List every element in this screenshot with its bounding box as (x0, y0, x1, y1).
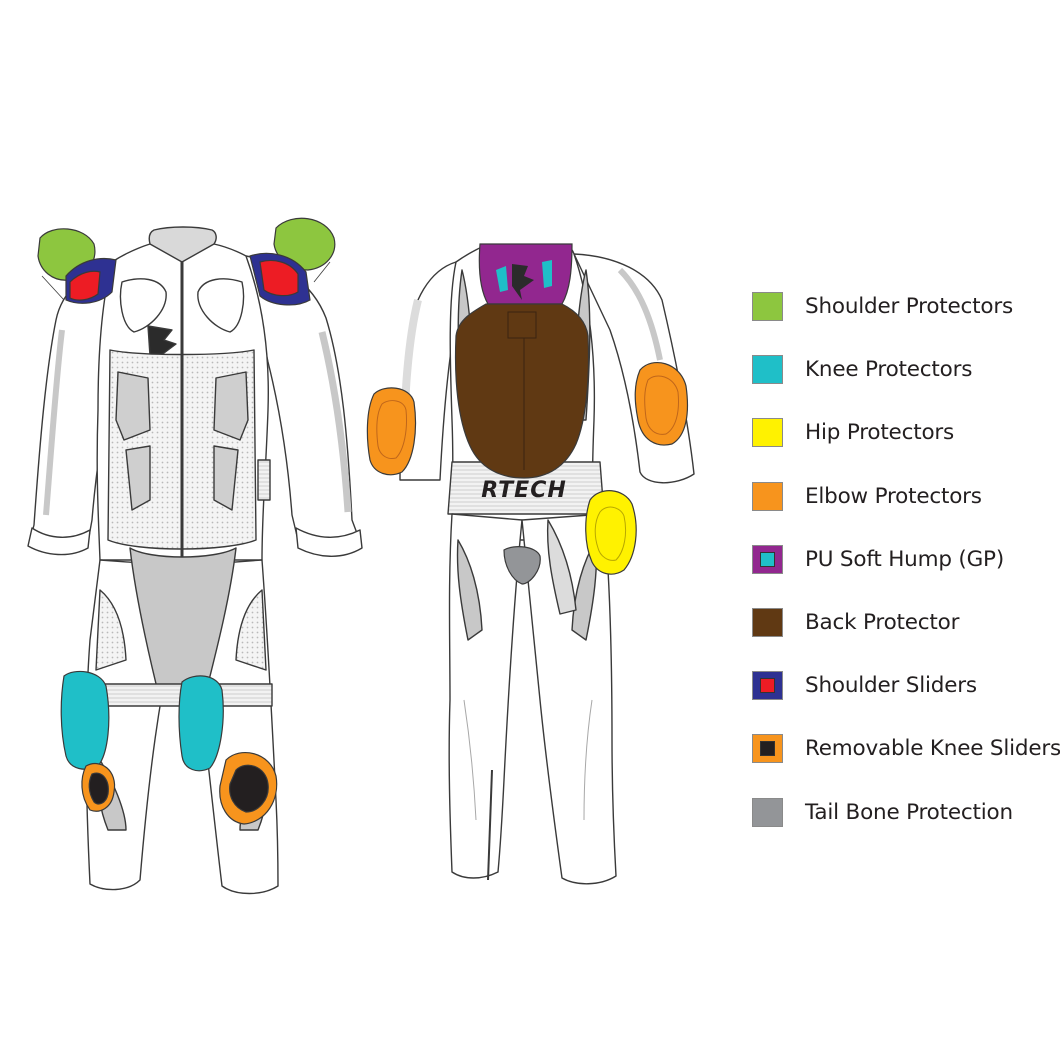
legend-label: Back Protector (805, 609, 960, 635)
back-tail-bone-protector (503, 546, 541, 585)
legend-label: Shoulder Sliders (805, 673, 977, 699)
back-logo: RTECH (481, 478, 567, 503)
legend-item: Removable Knee Sliders (752, 734, 1060, 797)
legend-swatch-inner (760, 741, 775, 757)
back-protector (454, 303, 590, 479)
back-protectors (366, 243, 689, 585)
legend-item: Shoulder Sliders (752, 671, 1058, 734)
legend-swatch (752, 671, 783, 701)
legend-label: Removable Knee Sliders (805, 736, 1060, 762)
legend-swatch (752, 544, 783, 574)
legend-item: Hip Protectors (752, 418, 1058, 481)
legend-swatch (752, 355, 783, 385)
legend-label: Hip Protectors (805, 420, 955, 446)
legend-swatch (752, 734, 783, 764)
legend-label: Shoulder Protectors (805, 294, 1013, 319)
legend-item: Elbow Protectors (752, 481, 1058, 545)
front-left-knee-protector (60, 670, 110, 770)
legend-swatch (752, 292, 783, 321)
legend-label: PU Soft Hump (GP) (805, 546, 1005, 572)
back-right-elbow-protector (634, 361, 689, 446)
legend-item: PU Soft Hump (GP) (752, 544, 1058, 608)
legend-swatch-inner (760, 678, 775, 694)
legend-swatch-inner (760, 551, 775, 567)
legend-item: Back Protector (752, 607, 1058, 671)
back-hip-protector (585, 490, 637, 575)
legend-label: Elbow Protectors (805, 483, 982, 509)
front-protectors (37, 217, 336, 825)
legend-swatch (752, 481, 783, 511)
front-right-arm (245, 255, 359, 548)
legend: Shoulder Protectors Knee Protectors Hip … (752, 292, 1060, 861)
front-collar (148, 226, 217, 263)
legend-item: Tail Bone Protection (752, 797, 1058, 861)
back-pu-hump (478, 243, 573, 305)
legend-label: Knee Protectors (805, 357, 973, 383)
legend-item: Shoulder Protectors (752, 292, 1058, 355)
front-suit (27, 226, 363, 895)
legend-swatch (752, 607, 783, 637)
legend-label: Tail Bone Protection (805, 799, 1013, 825)
legend-swatch (752, 418, 783, 448)
legend-swatch (752, 797, 783, 827)
legend-item: Knee Protectors (752, 355, 1058, 418)
front-right-knee-protector (178, 675, 224, 772)
